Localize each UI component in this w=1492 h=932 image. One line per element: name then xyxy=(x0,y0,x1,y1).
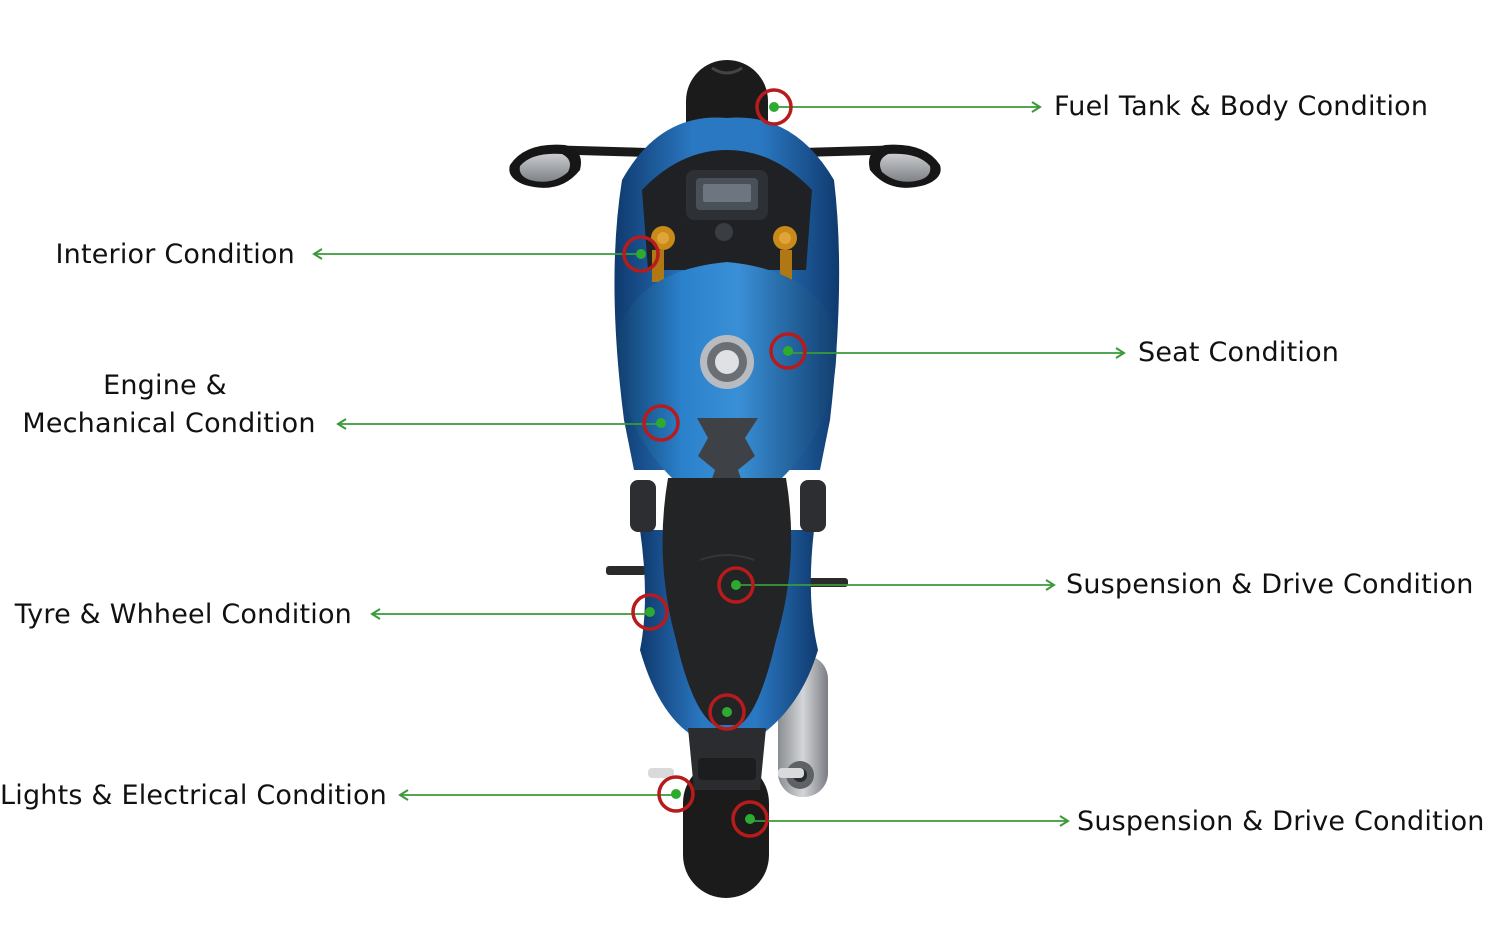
marker-tyre xyxy=(631,593,669,631)
label-suspension-2: Suspension & Drive Condition xyxy=(1077,806,1485,837)
marker-seat xyxy=(769,332,807,370)
marker-lights xyxy=(657,775,695,813)
marker-suspension-2 xyxy=(731,800,769,838)
tank-pad xyxy=(697,418,758,490)
marker-rear-seat xyxy=(708,693,746,731)
rear-tyre xyxy=(683,760,769,898)
label-lights: Lights & Electrical Condition xyxy=(0,780,387,811)
label-fuel-tank: Fuel Tank & Body Condition xyxy=(1054,91,1429,122)
label-engine-line2: Mechanical Condition xyxy=(22,408,316,439)
marker-engine xyxy=(642,404,680,442)
marker-suspension-1 xyxy=(717,566,755,604)
label-engine-line1: Engine & xyxy=(103,370,227,401)
marker-fuel-tank xyxy=(755,88,793,126)
label-tyre: Tyre & Whheel Condition xyxy=(14,599,352,630)
label-seat: Seat Condition xyxy=(1138,337,1340,368)
seat xyxy=(662,478,792,725)
leader-lines xyxy=(312,101,1126,827)
marker-interior xyxy=(622,235,660,273)
label-suspension-1: Suspension & Drive Condition xyxy=(1066,569,1474,600)
label-interior: Interior Condition xyxy=(55,239,295,270)
inspection-markers xyxy=(622,88,807,838)
